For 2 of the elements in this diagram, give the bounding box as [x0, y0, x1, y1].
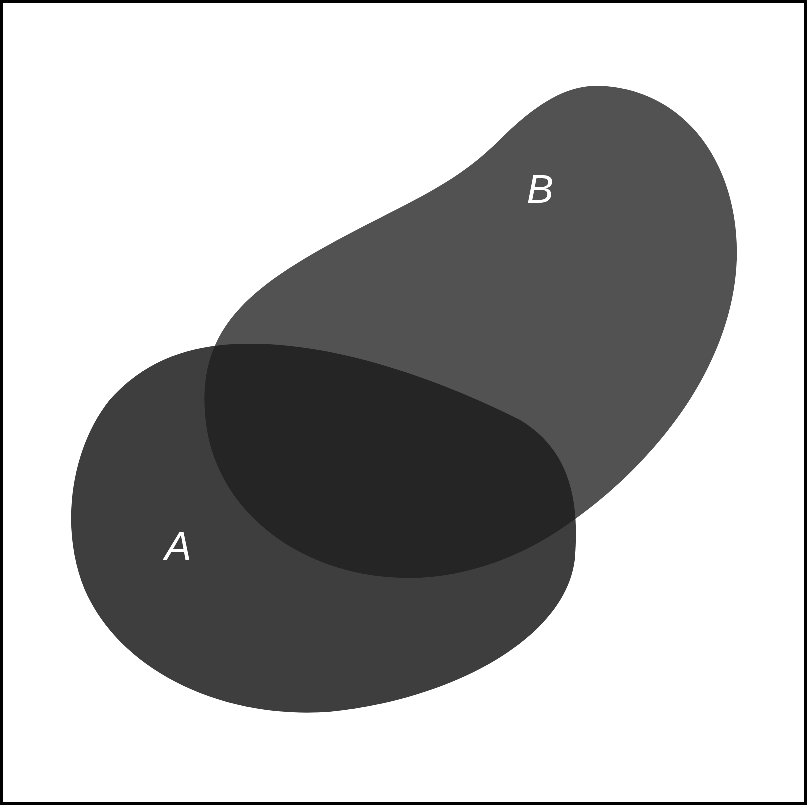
set-label: A	[165, 527, 192, 567]
set-label: B	[527, 170, 554, 210]
